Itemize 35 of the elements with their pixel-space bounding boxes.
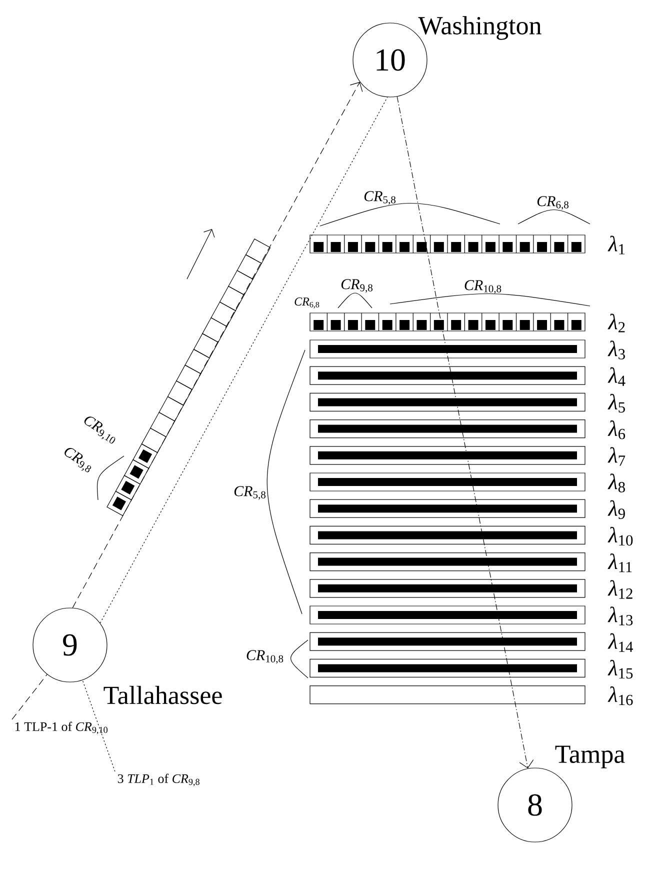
wavelength-label: λ$_{15}$: [608, 660, 633, 679]
city-label: Washington: [418, 16, 542, 40]
bracket-label: CR$_{5,8}$: [234, 486, 266, 500]
lightpath-line: [82, 680, 116, 772]
bracket-label: CR$_{10,8}$: [464, 280, 502, 294]
wavelength-label: λ$_{16}$: [608, 686, 633, 706]
city-label: Tampa: [555, 746, 625, 768]
lightpath-line: [100, 96, 388, 624]
wavelength-label: λ$_{10}$: [608, 526, 633, 546]
bracket-label: CR$_{9,8}$: [341, 279, 372, 293]
wavelength-label: λ$_{14}$: [608, 633, 633, 652]
wavelength-label: λ$_{9}$: [608, 500, 625, 519]
lightpath-line: [12, 674, 48, 720]
bracket-label: CR$_{6,8}$: [294, 298, 320, 308]
city-label: Tallahassee: [104, 686, 222, 704]
wavelength-label: λ$_{8}$: [608, 474, 625, 492]
lightpath-line: [72, 82, 363, 608]
wavelength-label: λ$_{3}$: [608, 340, 625, 360]
lightpath-line: [396, 96, 534, 768]
bracket-label: CR$_{9,10}$: [84, 416, 116, 444]
wavelength-label: λ$_{2}$: [608, 314, 625, 332]
path-label: 3 TLP$_{1}$ of CR$_{9,8}$: [118, 774, 200, 786]
bracket-label: CR$_{9,8}$: [64, 448, 92, 472]
bracket-label: CR$_{10,8}$: [246, 650, 284, 664]
wavelength-label: λ$_{4}$: [608, 367, 626, 386]
wavelength-label: λ$_{11}$: [608, 554, 632, 572]
wavelength-label: λ$_{7}$: [608, 447, 626, 466]
bracket-label: CR$_{6,8}$: [537, 196, 568, 210]
wavelength-label: λ$_{6}$: [608, 420, 626, 440]
wavelength-label: λ$_{5}$: [608, 394, 625, 413]
path-label: 1 TLP-1 of CR$_{9,10}$: [15, 722, 108, 734]
wavelength-label: λ$_{1}$: [608, 236, 625, 254]
wavelength-label: λ$_{12}$: [608, 580, 632, 599]
bracket-label: CR$_{5,8}$: [364, 191, 396, 205]
wavelength-label: λ$_{13}$: [608, 606, 633, 626]
